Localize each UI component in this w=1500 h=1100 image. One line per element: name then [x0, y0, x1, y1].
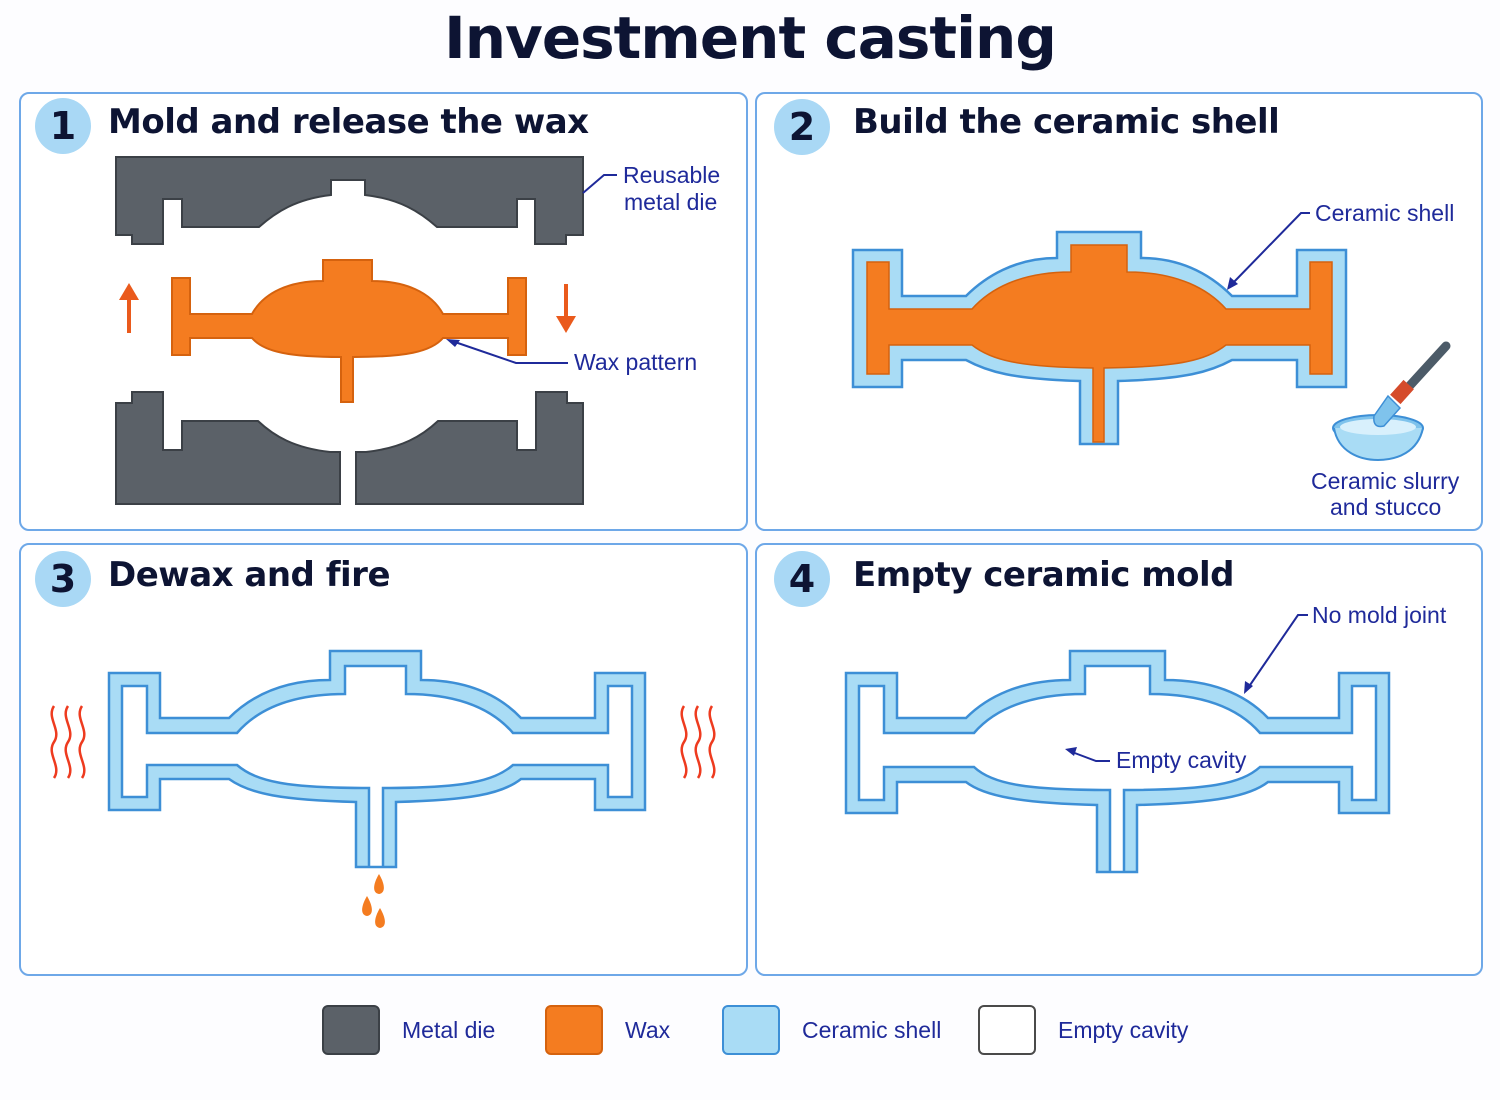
- empty-ceramic-shell-dewax: [107, 649, 647, 869]
- wax-pattern: [171, 259, 527, 403]
- step-number-badge: 1: [35, 98, 91, 154]
- step-heading: Mold and release the wax: [108, 102, 589, 142]
- leader-empty-cavity: [1071, 751, 1110, 762]
- legend-swatch: [322, 1005, 380, 1055]
- legend-item-ceramic-shell: Ceramic shell: [722, 1005, 941, 1055]
- legend-label: Metal die: [402, 1016, 496, 1043]
- ceramic-shell-label: Ceramic shell: [1315, 200, 1455, 226]
- legend-swatch: [722, 1005, 780, 1055]
- leader-ceramic-shell: [1231, 212, 1310, 285]
- legend-label: Ceramic shell: [802, 1016, 942, 1043]
- heat-waves-left-icon: [50, 705, 86, 779]
- metal-die-bottom-right: [355, 391, 584, 505]
- reusable-die-label-line2: metal die: [624, 189, 718, 215]
- empty-ceramic-mold: [844, 649, 1391, 874]
- wax-inside-shell: [866, 244, 1333, 443]
- step-heading: Empty ceramic mold: [853, 555, 1235, 595]
- step-heading: Build the ceramic shell: [853, 102, 1280, 142]
- empty-cavity-label: Empty cavity: [1116, 747, 1247, 773]
- legend-item-metal-die: Metal die: [322, 1005, 495, 1055]
- wax-pattern-label: Wax pattern: [574, 349, 698, 375]
- legend-item-wax: Wax: [545, 1005, 670, 1055]
- metal-die-top: [115, 156, 584, 245]
- page-title: Investment casting: [444, 4, 1057, 72]
- lift-arrow-down: [556, 284, 576, 333]
- leader-wax-pattern: [451, 340, 568, 364]
- slurry-label-line1: Ceramic slurry: [1311, 468, 1460, 494]
- legend-label: Empty cavity: [1058, 1016, 1189, 1043]
- brush-icon: [1373, 341, 1451, 428]
- step-number-badge: 3: [35, 551, 91, 607]
- step-number-badge: 4: [774, 551, 830, 607]
- metal-die-bottom-left: [115, 391, 341, 505]
- leader-reusable-die: [582, 174, 617, 194]
- legend-swatch: [978, 1005, 1036, 1055]
- lift-arrow-up: [119, 283, 139, 333]
- step-heading: Dewax and fire: [108, 555, 391, 595]
- legend-swatch: [545, 1005, 603, 1055]
- reusable-die-label-line1: Reusable: [623, 162, 721, 188]
- step-number-badge: 2: [774, 99, 830, 155]
- panel-step-3: [19, 543, 748, 976]
- legend-label: Wax: [625, 1016, 671, 1043]
- slurry-label-line2: and stucco: [1330, 494, 1442, 520]
- wax-drip-icons: [362, 874, 385, 928]
- label-backdrop: [1112, 746, 1240, 776]
- no-mold-joint-label: No mold joint: [1312, 602, 1447, 628]
- leader-no-mold-joint: [1247, 614, 1308, 689]
- heat-waves-right-icon: [680, 705, 716, 779]
- legend-item-empty-cavity: Empty cavity: [978, 1005, 1188, 1055]
